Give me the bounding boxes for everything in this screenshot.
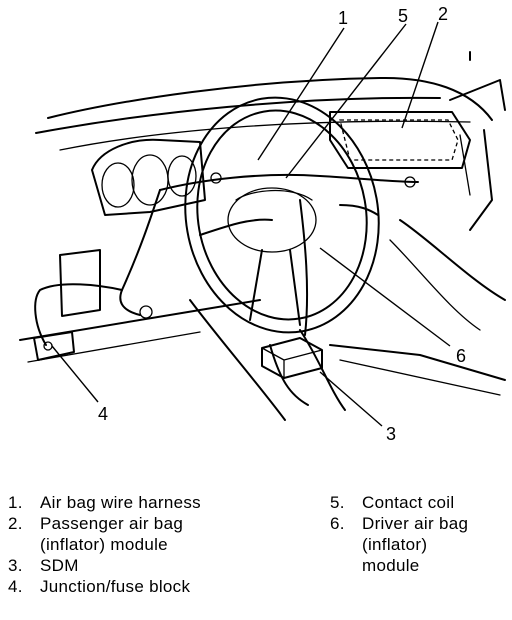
legend-entry-6: 6. Driver air bag (inflator) module (330, 513, 510, 576)
passenger-airbag-module (329, 111, 471, 188)
legend-number: 3. (8, 556, 23, 575)
legend-text: Driver air bag (inflator) module (362, 513, 510, 576)
steering-column (189, 299, 346, 421)
dashboard-outline (19, 51, 506, 396)
legend-text: SDM (40, 555, 308, 576)
legend-entry-5: 5. Contact coil (330, 492, 510, 513)
legend-line: (inflator) module (40, 535, 168, 554)
leader-lines (51, 21, 451, 427)
legend-number: 4. (8, 577, 23, 596)
callout-1: 1 (338, 8, 348, 28)
legend-number: 5. (330, 493, 345, 512)
legend-number: 1. (8, 493, 23, 512)
legend-line: (inflator) (362, 535, 428, 554)
legend-text: Junction/fuse block (40, 576, 308, 597)
legend-line: Passenger air bag (40, 514, 184, 533)
legend-line: Junction/fuse block (40, 577, 191, 596)
sdm-unit (261, 337, 323, 379)
dashboard-airbag-diagram: 1 5 2 6 3 4 (19, 4, 506, 444)
legend-entry-2: 2. Passenger air bag (inflator) module (8, 513, 308, 555)
legend-right-column: 5. Contact coil 6. Driver air bag (infla… (330, 492, 510, 576)
legend-number: 2. (8, 514, 23, 533)
legend-text: Passenger air bag (inflator) module (40, 513, 308, 555)
callout-4: 4 (98, 404, 108, 424)
steering-wheel (184, 96, 380, 334)
legend-left-column: 1. Air bag wire harness 2. Passenger air… (8, 492, 308, 597)
callout-6: 6 (456, 346, 466, 366)
legend-text: Contact coil (362, 492, 510, 513)
legend-number: 6. (330, 514, 345, 533)
legend-line: module (362, 556, 420, 575)
callout-5: 5 (398, 6, 408, 26)
legend-entry-4: 4. Junction/fuse block (8, 576, 308, 597)
callout-3: 3 (386, 424, 396, 444)
instrument-cluster (91, 138, 206, 216)
legend-entry-3: 3. SDM (8, 555, 308, 576)
legend-line: Air bag wire harness (40, 493, 201, 512)
callout-2: 2 (438, 4, 448, 24)
legend-line: Contact coil (362, 493, 455, 512)
legend-line: Driver air bag (362, 514, 469, 533)
legend-line: SDM (40, 556, 79, 575)
junction-fuse-block (33, 249, 101, 361)
legend-entry-1: 1. Air bag wire harness (8, 492, 308, 513)
legend-text: Air bag wire harness (40, 492, 308, 513)
